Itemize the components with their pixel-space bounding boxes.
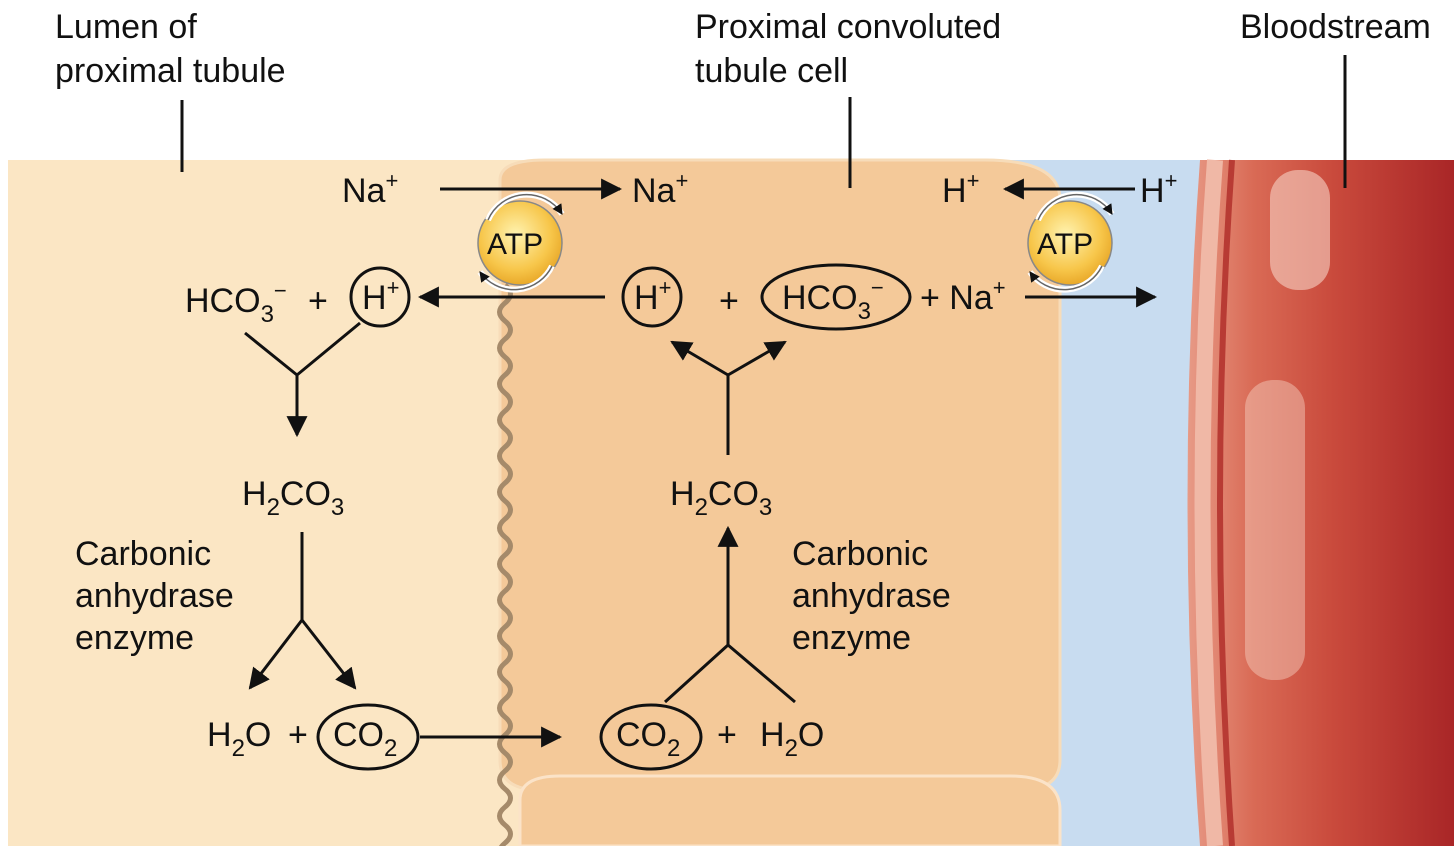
plus-cell-2: + [717, 716, 737, 754]
tubule-cell [498, 158, 1062, 792]
bloodstream-label: Bloodstream [1240, 8, 1431, 46]
lumen-label: Lumen of proximal tubule [55, 8, 286, 90]
h2o-cell: H2O [760, 716, 824, 762]
h-lumen: H+ [362, 275, 399, 317]
co2-ellipse-lumen [316, 703, 420, 771]
vessel-highlight-2 [1245, 380, 1305, 680]
enzyme-cell: Carbonic anhydrase enzyme [792, 535, 960, 657]
plus-na-cell: + Na+ [920, 275, 1006, 317]
plus-lumen-2: + [288, 716, 308, 754]
h2o-lumen: H2O [207, 716, 271, 762]
atp-label-apical: ATP [487, 228, 543, 261]
co2-ellipse-cell [599, 703, 703, 771]
cell-split-left [670, 340, 729, 377]
atp-label-basolateral: ATP [1037, 228, 1093, 261]
vessel-wall-edge [1217, 159, 1235, 846]
atp-pump-basolateral: ATP [1027, 191, 1115, 293]
plus-cell-1: + [719, 282, 739, 320]
cell-label: Proximal convoluted tubule cell [695, 8, 1011, 90]
blood-vessel [1187, 160, 1454, 846]
vessel-wall-inner [1194, 159, 1223, 846]
h-blood-right: H+ [1140, 168, 1177, 210]
hco3-ellipse-cell [760, 263, 912, 331]
h-circle-lumen [349, 266, 411, 328]
atp-pump-apical: ATP [477, 191, 565, 293]
hco3-lumen: HCO3− [185, 278, 287, 328]
split-left [248, 619, 304, 690]
enzyme-lumen: Carbonic anhydrase enzyme [75, 535, 243, 657]
lumen-region [8, 160, 528, 846]
h-cell: H+ [634, 275, 671, 317]
hco3-cell: HCO3− [782, 275, 884, 325]
neighbour-cell [518, 774, 1062, 846]
plus-lumen-1: + [308, 282, 328, 320]
na-lumen: Na+ [342, 168, 398, 210]
h-circle-cell [621, 266, 683, 328]
h-blood-left: H+ [942, 168, 979, 210]
cell-split-right [727, 340, 787, 377]
na-cell: Na+ [632, 168, 688, 210]
co2-cell: CO2 [616, 716, 680, 762]
co2-lumen: CO2 [333, 716, 397, 762]
h2co3-lumen: H2CO3 [242, 475, 344, 521]
brush-border [497, 283, 513, 846]
vessel-highlight [1270, 170, 1330, 290]
h2co3-cell: H2CO3 [670, 475, 772, 521]
split-right [300, 619, 357, 690]
